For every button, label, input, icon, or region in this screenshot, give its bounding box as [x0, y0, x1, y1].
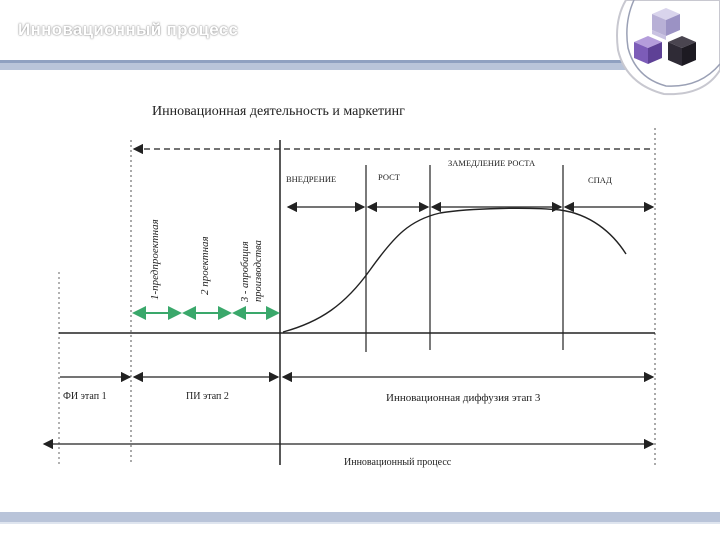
substage-preproject-label: 1-предпроектная [149, 219, 161, 300]
substage-project-label: 2 проектная [199, 236, 211, 295]
substage-approbation-label: 3 - апробация производства [240, 239, 264, 303]
footer-bar [0, 512, 720, 522]
stage-introduction-label: ВНЕДРЕНИЕ [286, 174, 336, 184]
lifecycle-curve [282, 207, 627, 333]
innovation-process-label: Инновационный процесс [344, 457, 452, 468]
phase3-label: Инновационная диффузия этап 3 [386, 392, 541, 404]
header-divider-edge [0, 60, 720, 63]
footer-bar-line [0, 522, 720, 524]
stage-maturity-label: ЗАМЕДЛЕНИЕ РОСТА [448, 158, 536, 168]
stage-growth-label: РОСТ [378, 172, 401, 182]
diagram-title: Инновационная деятельность и маркетинг [152, 104, 405, 119]
phase1-label: ФИ этап 1 [63, 391, 107, 402]
header-band [0, 0, 720, 68]
stage-decline-label: СПАД [588, 175, 612, 185]
slide-title: Инновационный процесс [18, 20, 239, 39]
phase2-label: ПИ этап 2 [186, 391, 229, 402]
cube-logo-icon [616, 0, 720, 96]
header-divider [0, 60, 720, 70]
